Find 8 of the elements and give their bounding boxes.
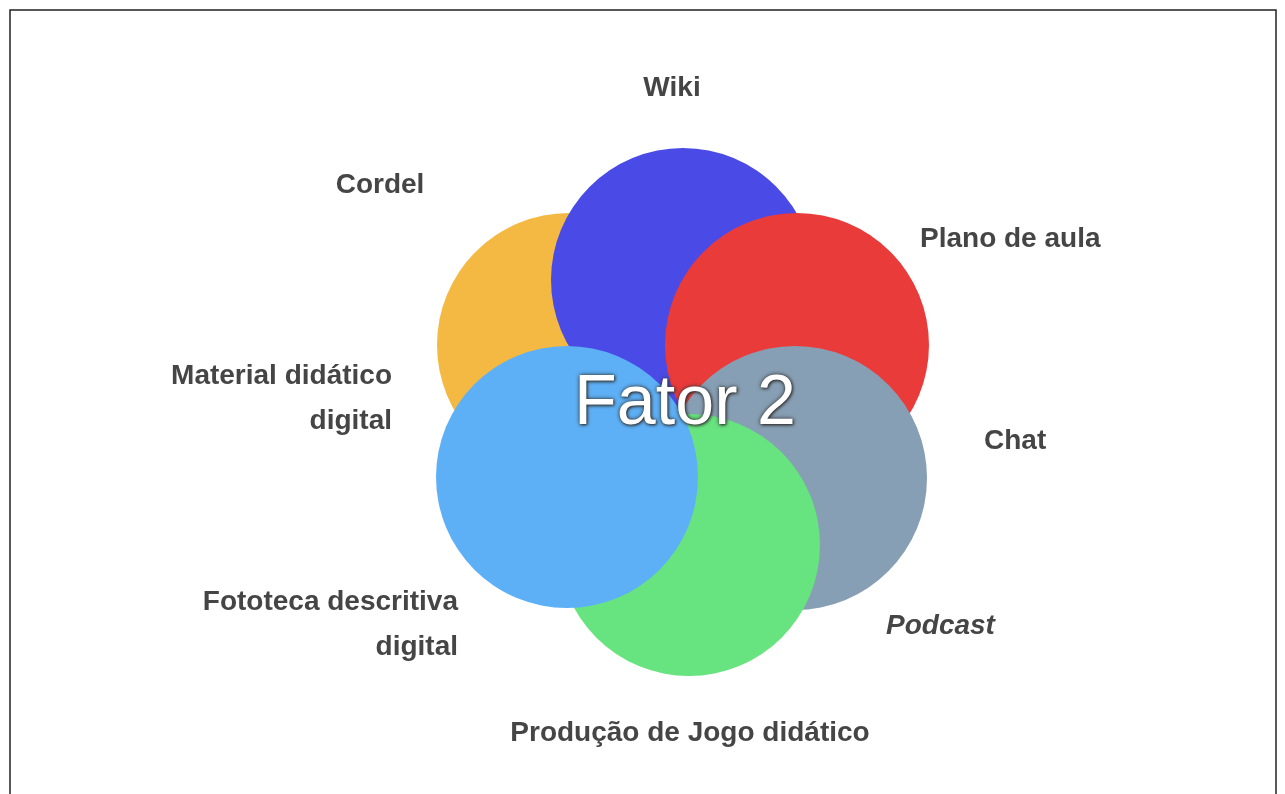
petal-label: Fototeca descritiva digital [201, 584, 458, 663]
petal-label: Plano de aula [920, 221, 1102, 255]
petal-label: Podcast [886, 608, 997, 642]
petal-label: Wiki [642, 70, 702, 104]
petal-label: Chat [984, 423, 1048, 457]
petal-label: Material didático digital [170, 358, 392, 437]
petal-label: Cordel [334, 167, 426, 201]
petal-label: Produção de Jogo didático [509, 715, 871, 749]
